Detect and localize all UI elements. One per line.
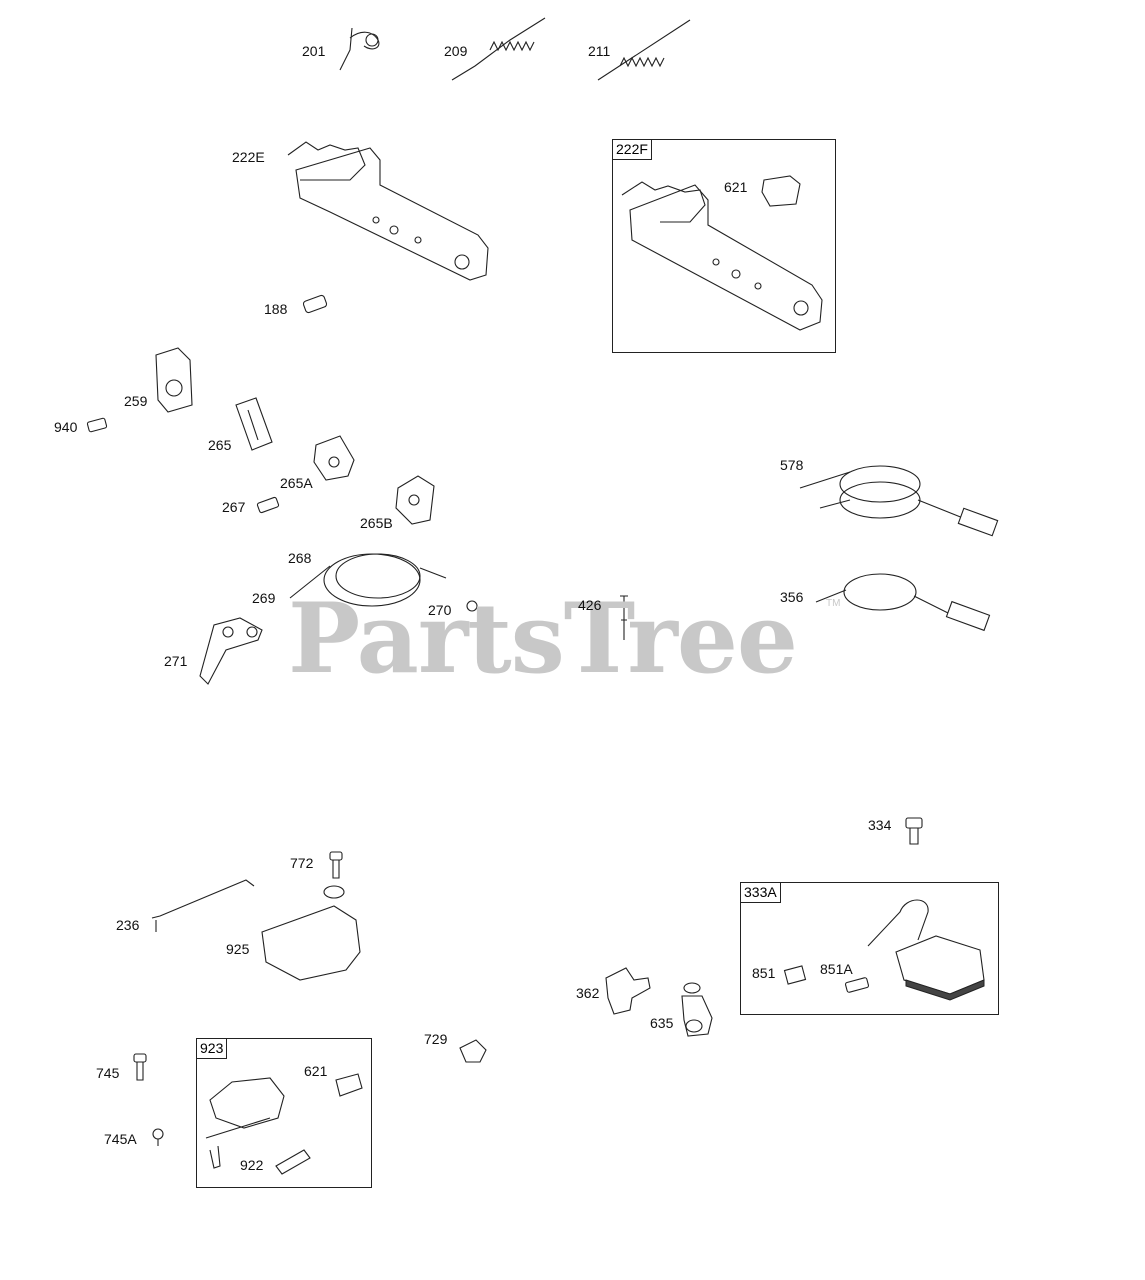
part-label-265B[interactable]: 265B <box>360 515 393 531</box>
part-265B-drawing <box>395 475 435 525</box>
part-label-271[interactable]: 271 <box>164 653 188 669</box>
part-label-356[interactable]: 356 <box>780 589 804 605</box>
part-label-236[interactable]: 236 <box>116 917 140 933</box>
part-635-drawing <box>681 982 713 1037</box>
watermark-trademark: TM <box>826 598 841 609</box>
part-851-drawing <box>783 965 807 985</box>
part-label-578[interactable]: 578 <box>780 457 804 473</box>
part-265A-drawing <box>313 435 355 481</box>
part-label-729[interactable]: 729 <box>424 1031 448 1047</box>
part-236-drawing <box>151 879 255 932</box>
part-label-270[interactable]: 270 <box>428 602 452 618</box>
part-label-922[interactable]: 922 <box>240 1157 264 1173</box>
part-label-851[interactable]: 851 <box>752 965 776 981</box>
part-label-265A[interactable]: 265A <box>280 475 313 491</box>
box-222F: 222F <box>612 139 836 353</box>
box-333A: 333A <box>740 882 999 1015</box>
part-222F-drawing <box>621 175 823 331</box>
part-271-drawing <box>199 617 263 685</box>
part-label-269[interactable]: 269 <box>252 590 276 606</box>
part-label-851A[interactable]: 851A <box>820 961 853 977</box>
part-334-drawing <box>905 817 923 845</box>
part-label-268[interactable]: 268 <box>288 550 312 566</box>
part-label-635[interactable]: 635 <box>650 1015 674 1031</box>
part-label-201[interactable]: 201 <box>302 43 326 59</box>
part-label-772[interactable]: 772 <box>290 855 314 871</box>
part-270-drawing <box>466 600 478 612</box>
part-356-drawing <box>815 573 991 632</box>
box-923-tag: 923 <box>197 1039 228 1060</box>
part-label-362[interactable]: 362 <box>576 985 600 1001</box>
part-211-drawing <box>597 19 691 81</box>
part-label-621-top[interactable]: 621 <box>724 179 748 195</box>
part-label-940[interactable]: 940 <box>54 419 78 435</box>
part-209-drawing <box>451 17 546 81</box>
part-label-745[interactable]: 745 <box>96 1065 120 1081</box>
watermark: PartsTree <box>288 582 798 695</box>
part-label-334[interactable]: 334 <box>868 817 892 833</box>
part-label-211[interactable]: 211 <box>588 43 611 59</box>
part-259-drawing <box>155 347 193 413</box>
part-label-267[interactable]: 267 <box>222 499 246 515</box>
part-729-drawing <box>459 1039 487 1063</box>
part-772-drawing <box>329 851 343 879</box>
box-923: 923 <box>196 1038 372 1188</box>
part-222E-drawing <box>287 141 489 281</box>
part-label-209[interactable]: 209 <box>444 43 468 59</box>
part-label-188[interactable]: 188 <box>264 301 288 317</box>
box-333A-tag: 333A <box>741 883 781 904</box>
part-745A-drawing <box>152 1128 164 1146</box>
part-362-drawing <box>605 967 651 1015</box>
part-265-drawing <box>235 397 273 451</box>
part-940-drawing <box>86 417 108 433</box>
part-267-drawing <box>256 496 280 514</box>
part-426-drawing <box>620 595 628 640</box>
part-label-222E[interactable]: 222E <box>232 149 265 165</box>
part-label-621-bottom[interactable]: 621 <box>304 1063 328 1079</box>
part-923-drawing <box>205 1073 363 1175</box>
box-222F-tag: 222F <box>613 140 652 161</box>
part-268-drawing <box>289 553 447 607</box>
part-label-259[interactable]: 259 <box>124 393 148 409</box>
part-745-drawing <box>133 1053 147 1081</box>
part-578-drawing <box>799 465 999 537</box>
part-label-925[interactable]: 925 <box>226 941 250 957</box>
part-label-745A[interactable]: 745A <box>104 1131 137 1147</box>
part-925-drawing <box>261 885 361 981</box>
part-333A-drawing <box>867 899 985 1001</box>
part-188-drawing <box>302 294 328 314</box>
part-label-265[interactable]: 265 <box>208 437 232 453</box>
part-851A-drawing <box>844 977 870 993</box>
part-201-drawing <box>339 27 380 71</box>
part-label-426[interactable]: 426 <box>578 597 602 613</box>
